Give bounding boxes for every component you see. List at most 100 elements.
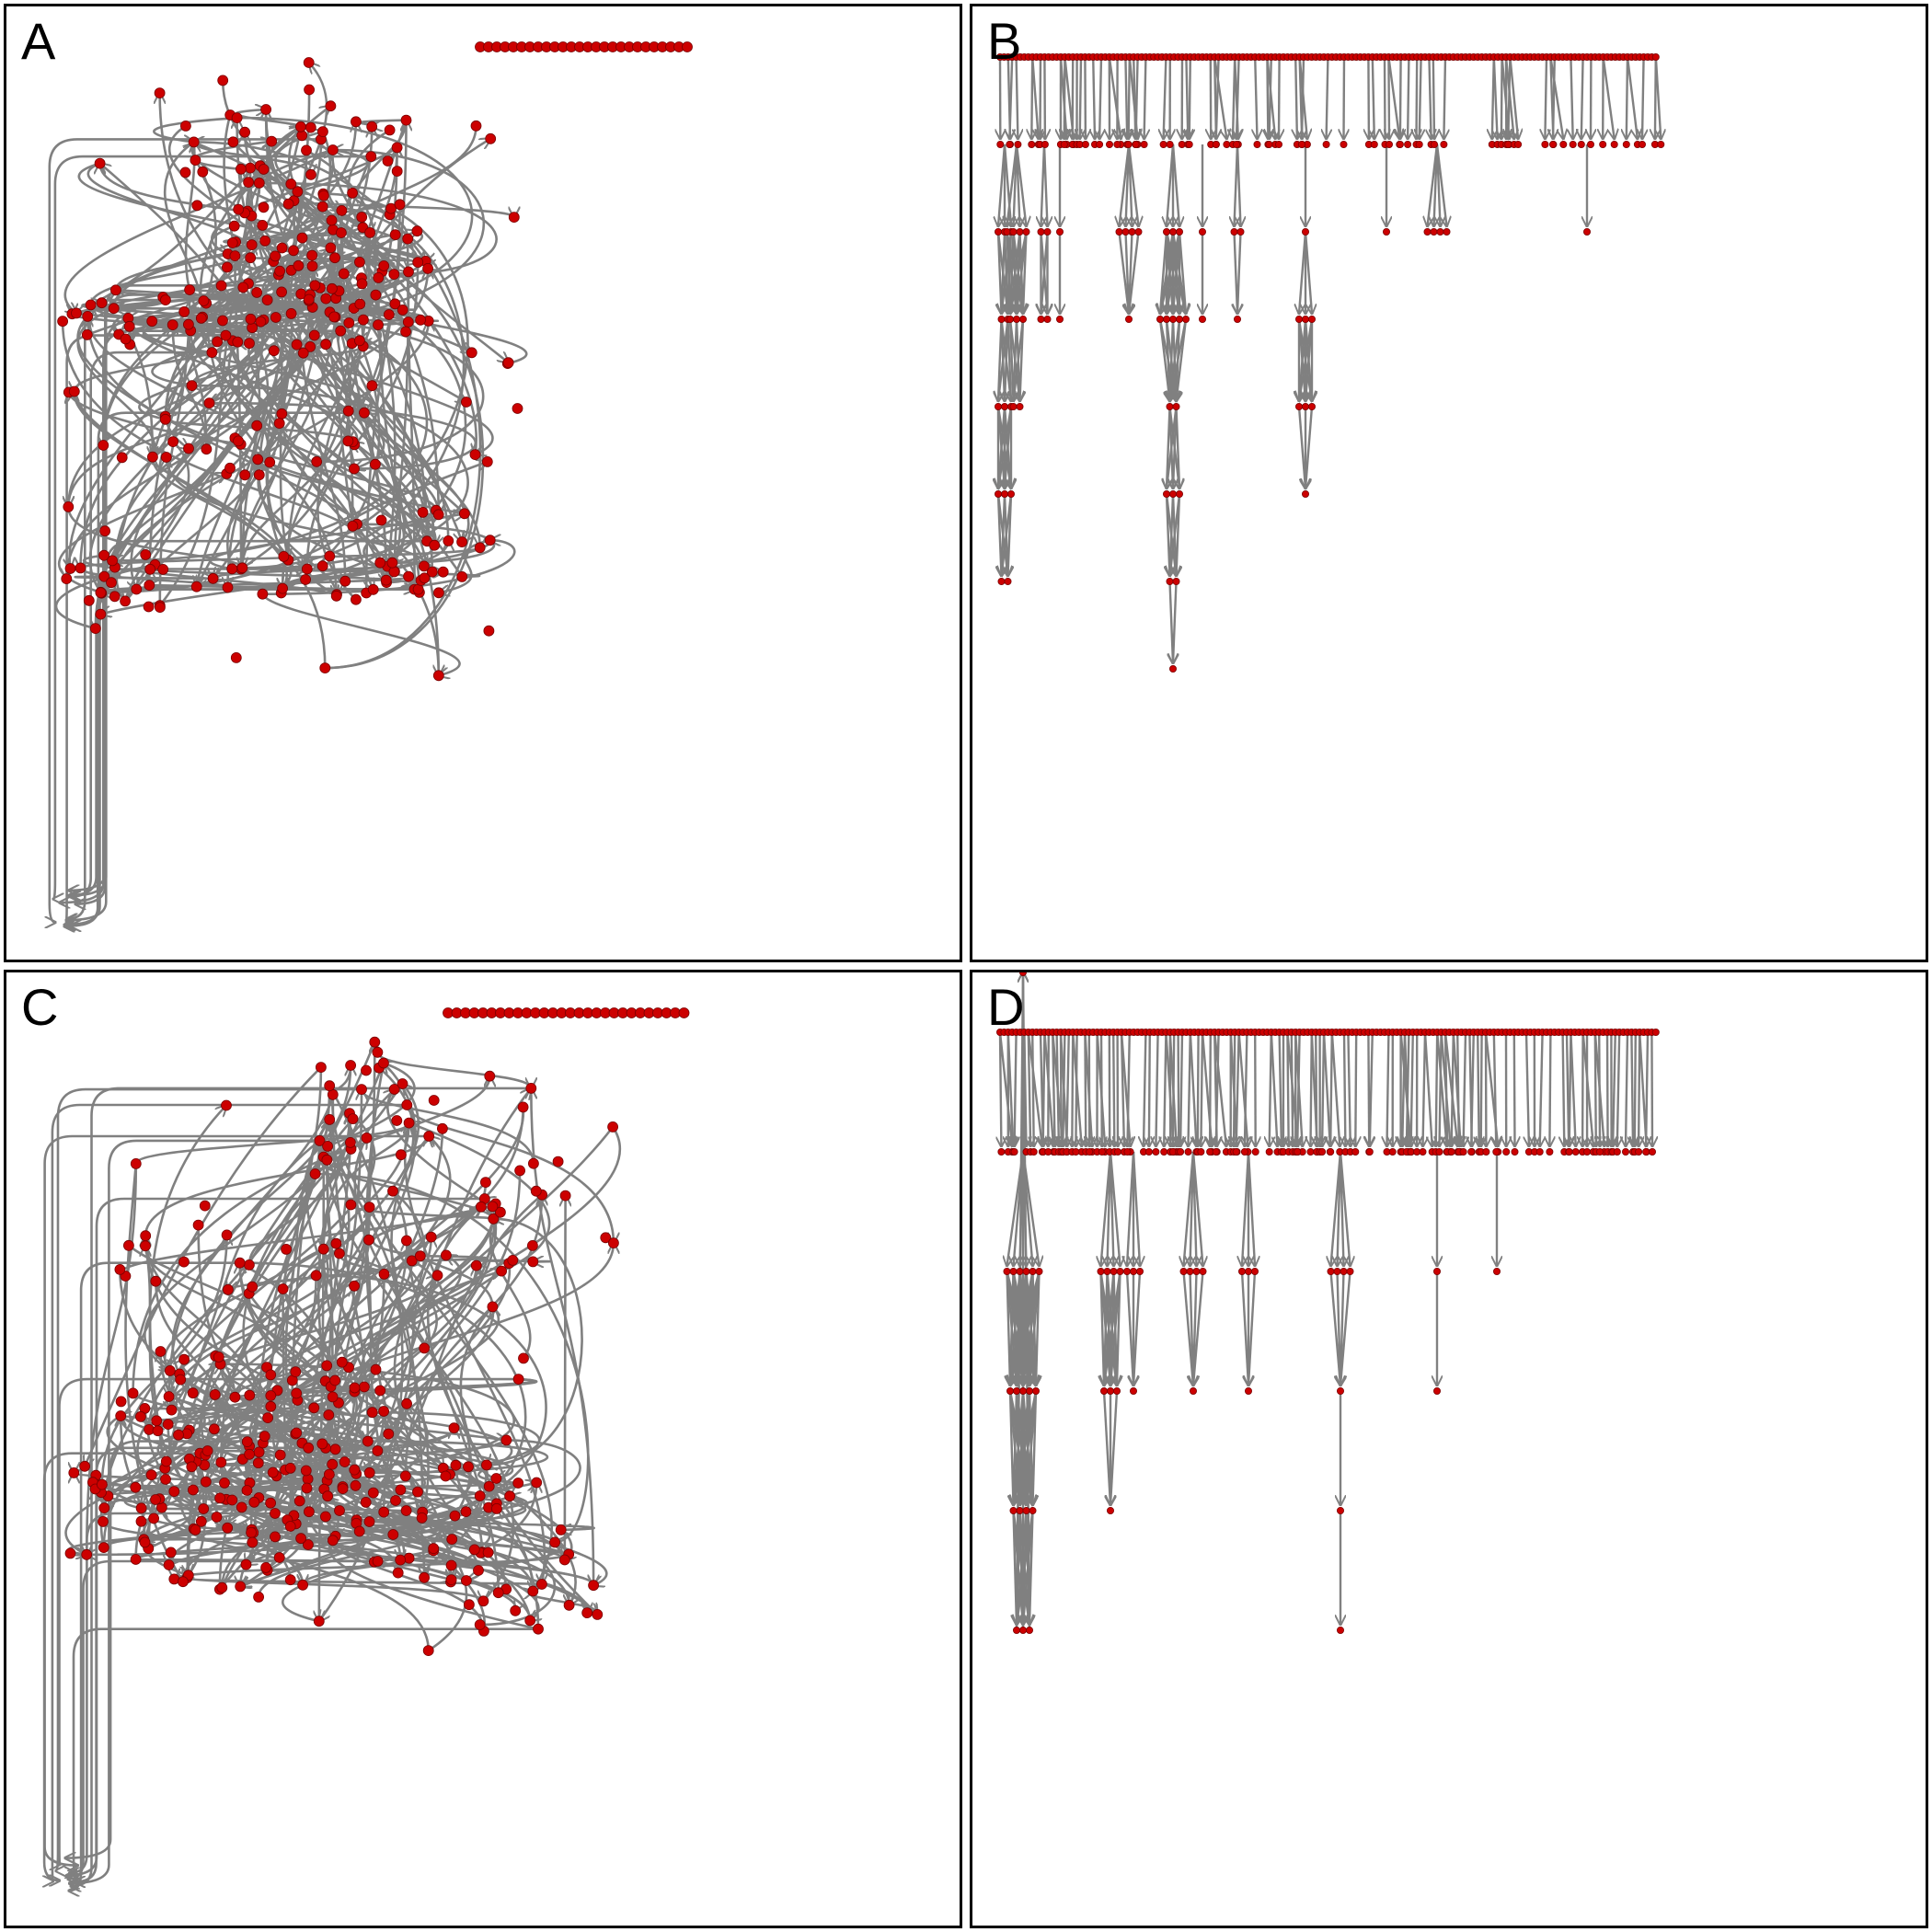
- node: [350, 116, 362, 128]
- node: [356, 1084, 367, 1095]
- edge: [169, 1064, 352, 1397]
- edge: [85, 1066, 322, 1466]
- node: [372, 1046, 384, 1058]
- node: [365, 151, 377, 163]
- node: [281, 1243, 293, 1255]
- edge: [1617, 1031, 1619, 1146]
- node: [184, 284, 196, 295]
- node: [321, 1360, 333, 1372]
- node: [131, 583, 143, 595]
- node: [353, 1525, 365, 1537]
- node: [401, 1397, 413, 1409]
- node: [1333, 1267, 1341, 1275]
- node: [354, 298, 366, 310]
- node: [412, 1486, 423, 1498]
- node: [94, 157, 106, 169]
- node: [559, 1190, 571, 1202]
- edge: [1099, 56, 1101, 139]
- node: [391, 142, 403, 154]
- node: [425, 1231, 437, 1243]
- node: [146, 316, 158, 328]
- edge: [261, 592, 461, 676]
- edge: [128, 1244, 329, 1366]
- edge: [309, 1512, 557, 1627]
- node: [1172, 402, 1180, 410]
- edge-layer: [50, 63, 528, 926]
- edge: [214, 1107, 524, 1429]
- node: [369, 1036, 381, 1048]
- edge: [328, 1113, 357, 1487]
- edge: [1478, 1031, 1479, 1146]
- edge: [1085, 56, 1086, 139]
- edge: [241, 331, 351, 569]
- node: [581, 1607, 593, 1618]
- node: [440, 1470, 452, 1482]
- node: [266, 135, 278, 147]
- node: [253, 1446, 265, 1458]
- node: [329, 1443, 341, 1455]
- node: [322, 1140, 334, 1152]
- edge: [69, 293, 311, 891]
- node: [997, 578, 1006, 586]
- node: [300, 1465, 312, 1477]
- edge: [1443, 56, 1445, 139]
- node: [508, 212, 520, 224]
- node: [997, 315, 1006, 323]
- network-graph-a: [6, 41, 693, 960]
- edge: [1280, 1031, 1282, 1146]
- node: [349, 1280, 361, 1292]
- node: [209, 1388, 221, 1400]
- node: [1559, 140, 1568, 148]
- node: [222, 1283, 234, 1295]
- node: [297, 347, 309, 359]
- node: [190, 155, 201, 167]
- network-graph-d: [972, 972, 1660, 1635]
- edge: [1171, 144, 1179, 226]
- node: [81, 1548, 93, 1560]
- node: [339, 575, 351, 587]
- node: [400, 1505, 412, 1516]
- node: [1124, 140, 1133, 148]
- node: [373, 271, 385, 283]
- node: [1230, 227, 1238, 236]
- node: [1035, 1267, 1043, 1275]
- node: [260, 104, 272, 115]
- node: [466, 347, 477, 359]
- node: [1003, 1267, 1011, 1275]
- node: [1019, 1627, 1028, 1635]
- node: [1610, 140, 1618, 148]
- node: [1336, 1627, 1344, 1635]
- node: [1189, 1386, 1197, 1395]
- edge: [192, 142, 272, 171]
- edge: [1599, 1031, 1600, 1146]
- node: [1013, 315, 1021, 323]
- node: [1112, 1386, 1121, 1395]
- node: [445, 1559, 457, 1571]
- edge: [42, 1452, 201, 1880]
- node: [302, 1539, 314, 1550]
- node: [1160, 1147, 1168, 1156]
- edge: [1066, 1031, 1068, 1146]
- node: [1432, 1267, 1441, 1275]
- node: [319, 662, 331, 673]
- node: [327, 1458, 339, 1470]
- node: [1447, 1147, 1455, 1156]
- node: [1019, 1386, 1028, 1395]
- edge: [1435, 144, 1447, 226]
- node: [248, 1496, 260, 1508]
- node: [294, 121, 306, 132]
- node: [199, 1200, 211, 1212]
- node: [98, 570, 110, 582]
- edge: [362, 1089, 535, 1164]
- node: [349, 1464, 361, 1476]
- edge: [424, 1465, 489, 1577]
- node: [144, 563, 156, 575]
- node: [326, 214, 338, 226]
- node: [257, 219, 269, 231]
- edge: [376, 1088, 531, 1452]
- node: [343, 317, 355, 328]
- node: [349, 463, 360, 475]
- node: [1168, 490, 1177, 499]
- node: [97, 1478, 108, 1490]
- node: [1029, 1147, 1038, 1156]
